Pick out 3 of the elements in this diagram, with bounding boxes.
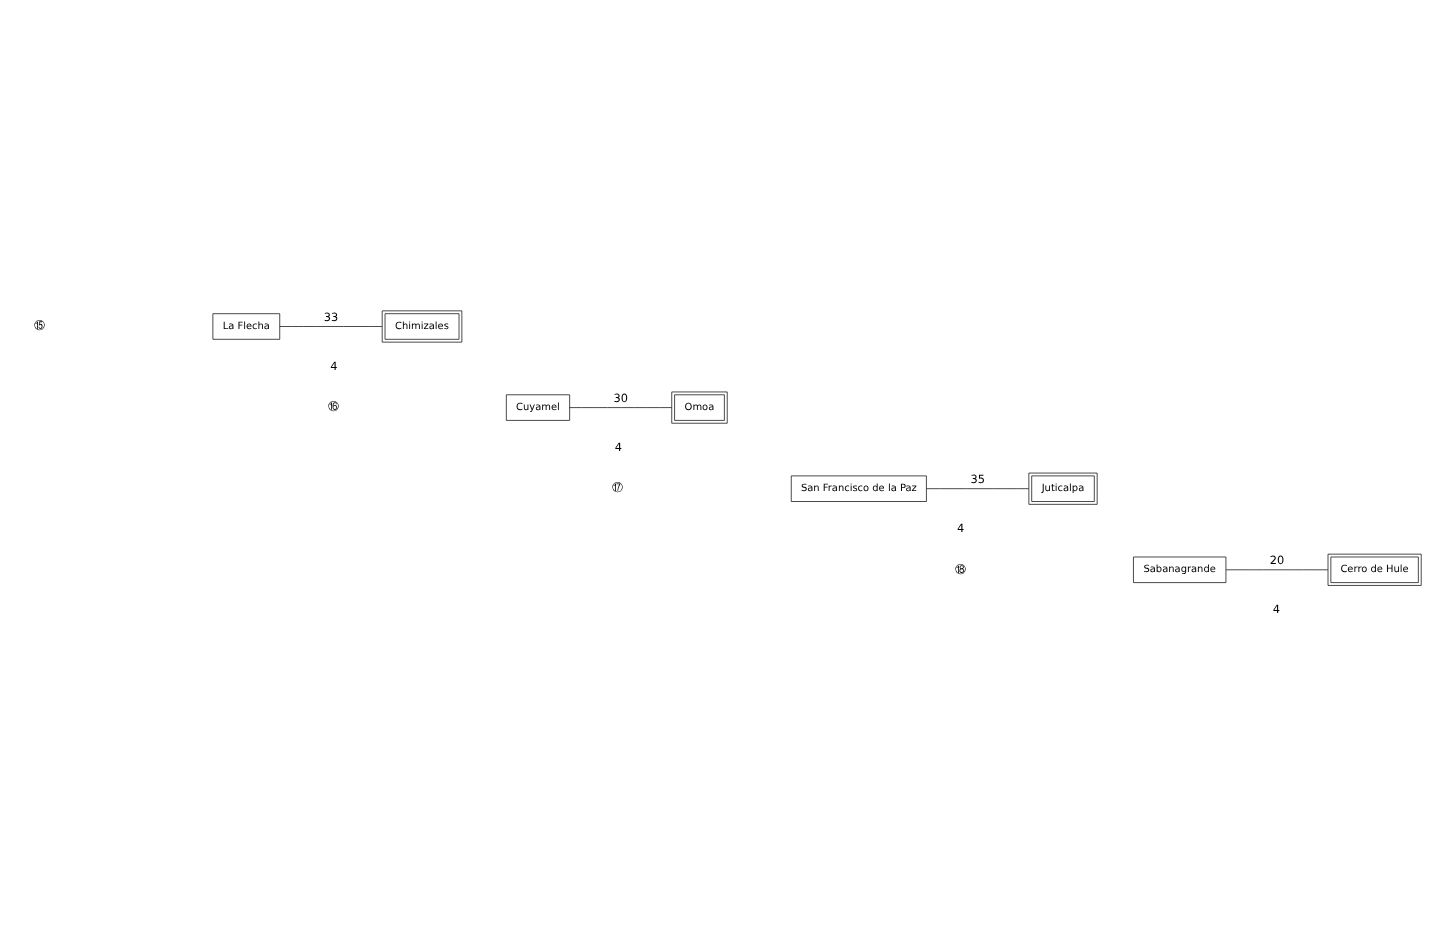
connector: [569, 406, 672, 407]
connector: [279, 325, 383, 326]
connector: [926, 487, 1030, 489]
